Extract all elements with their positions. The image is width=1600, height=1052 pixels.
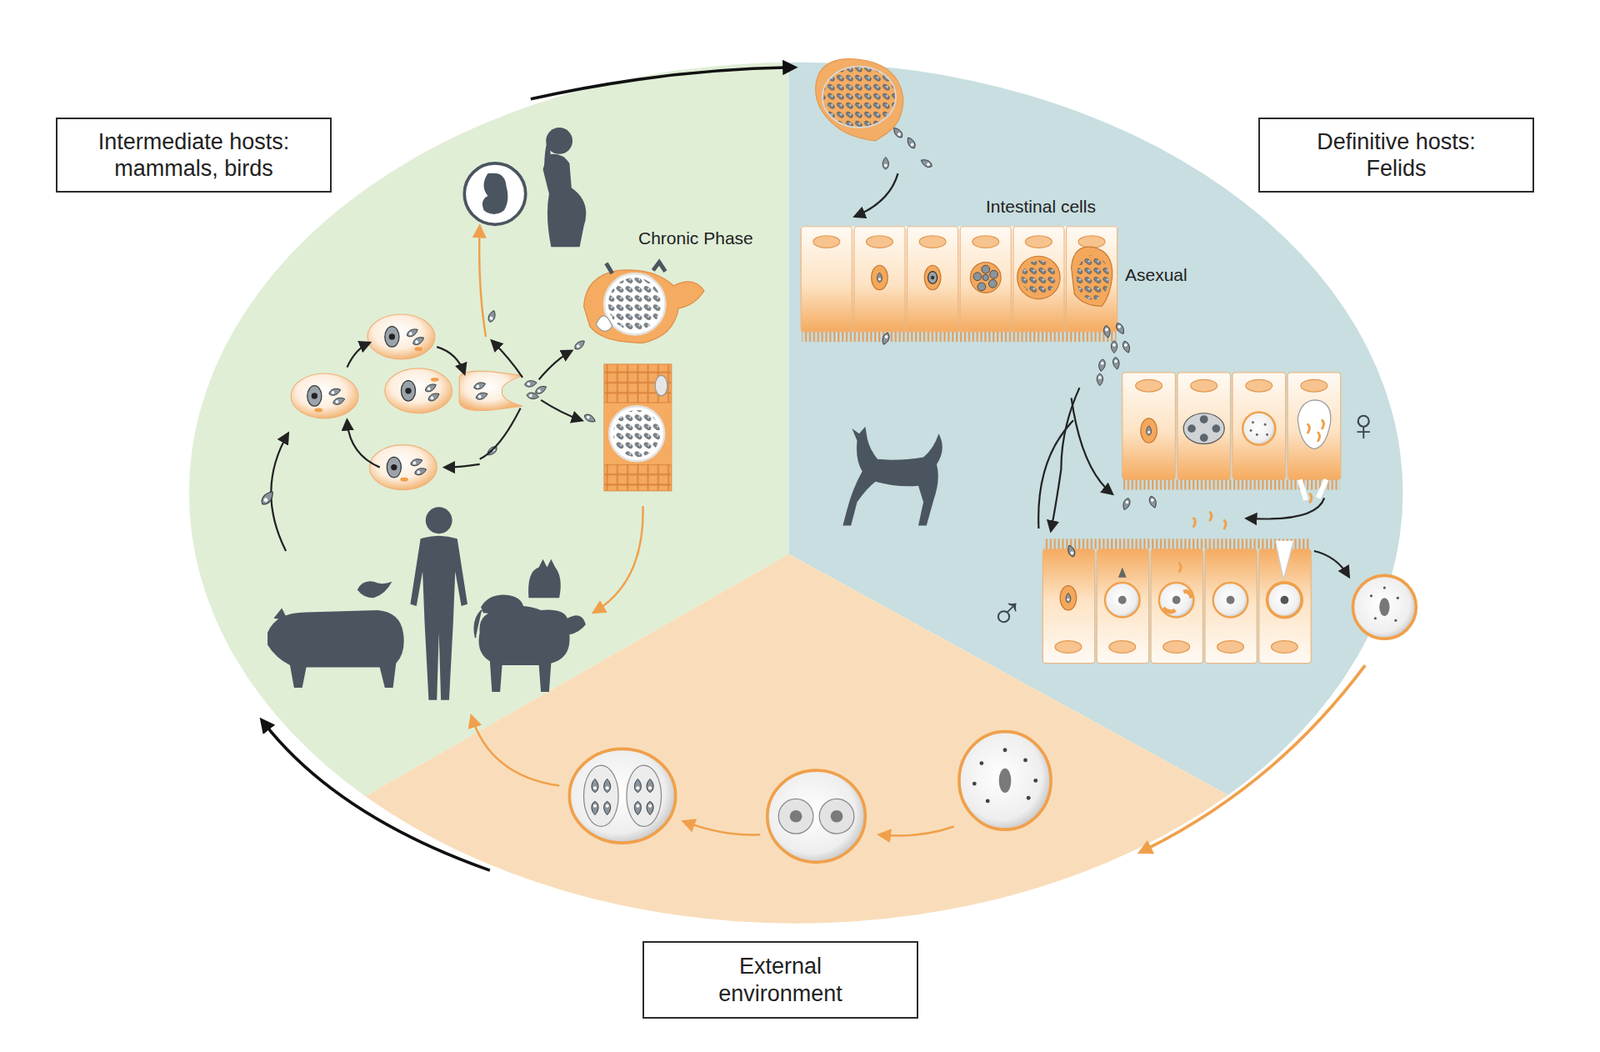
chronic-tissue-cysts	[584, 262, 705, 613]
annotation-label: Asexual	[1125, 265, 1188, 285]
box-text: Definitive hosts: Felids	[1293, 128, 1500, 183]
tissue-cyst-rupture	[815, 59, 934, 217]
intermediate-host-silhouettes	[267, 506, 586, 700]
annotation-label: Intestinal cells	[985, 196, 1096, 216]
annotation-label: ♀	[1346, 400, 1381, 450]
intestinal-cells-asexual	[800, 226, 1131, 531]
cat-silhouette	[842, 426, 942, 526]
cycle-arrows	[263, 67, 1365, 870]
annotation-label: Chronic Phase	[638, 228, 754, 248]
oocyst-sporulation	[471, 715, 1051, 862]
annotation-label: ♂	[990, 588, 1025, 638]
box-text: External environment	[677, 952, 884, 1007]
intestinal-cells-male	[1042, 538, 1416, 663]
intestinal-cells-female	[1121, 372, 1341, 529]
host-label-box: Definitive hosts: Felids	[1258, 117, 1535, 193]
host-label-box: External environment	[642, 940, 919, 1019]
tachyzoite-cycle	[259, 314, 597, 551]
host-label-box: Intermediate hosts: mammals, birds	[55, 117, 332, 193]
box-text: Intermediate hosts: mammals, birds	[74, 128, 314, 183]
congenital-transmission	[464, 127, 586, 337]
